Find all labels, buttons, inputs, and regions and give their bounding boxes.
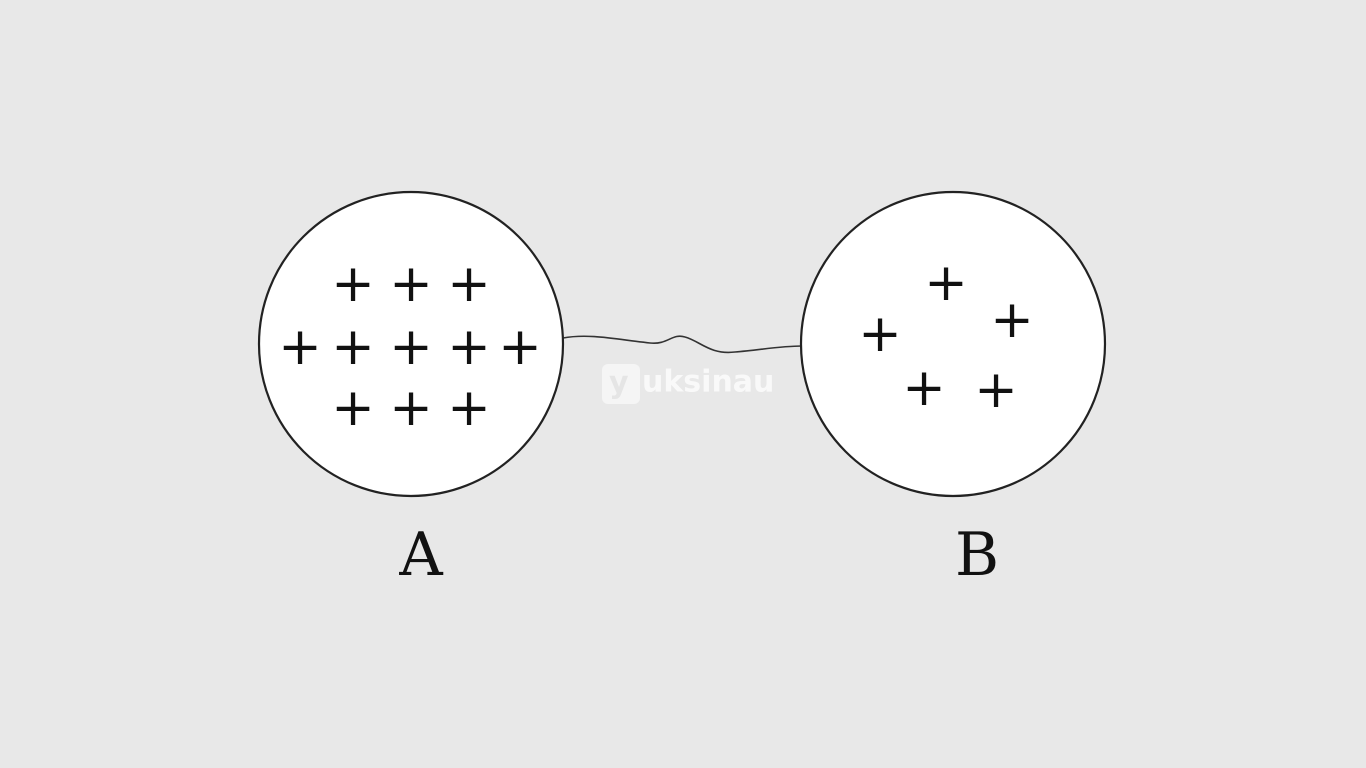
positive-charge: + [498, 317, 542, 377]
positive-charge: + [974, 360, 1018, 420]
positive-charge: + [389, 378, 433, 438]
positive-charge: + [447, 254, 491, 314]
sphere-b: +++++ B [799, 190, 1107, 590]
positive-charge: + [389, 254, 433, 314]
positive-charge: + [331, 317, 375, 377]
sphere-a-charges: +++++++++++ [278, 254, 542, 438]
sphere-a: +++++++++++ A [257, 190, 565, 590]
watermark-logo-box [602, 364, 640, 404]
positive-charge: + [331, 254, 375, 314]
sphere-a-label: A [398, 520, 443, 590]
sphere-a-outline [257, 190, 565, 498]
sphere-b-label: B [955, 520, 999, 590]
positive-charge: + [902, 358, 946, 418]
positive-charge: + [447, 317, 491, 377]
watermark-text: uksinau [642, 365, 774, 400]
watermark-logo-letter: y [609, 366, 629, 401]
positive-charge: + [924, 253, 968, 313]
connecting-wire [562, 335, 803, 354]
sphere-b-outline [799, 190, 1107, 498]
positive-charge: + [331, 378, 375, 438]
positive-charge: + [990, 290, 1034, 350]
positive-charge: + [278, 317, 322, 377]
watermark: y uksinau [602, 364, 774, 404]
positive-charge: + [389, 317, 433, 377]
positive-charge: + [447, 378, 491, 438]
positive-charge: + [858, 304, 902, 364]
sphere-b-charges: +++++ [858, 253, 1034, 420]
